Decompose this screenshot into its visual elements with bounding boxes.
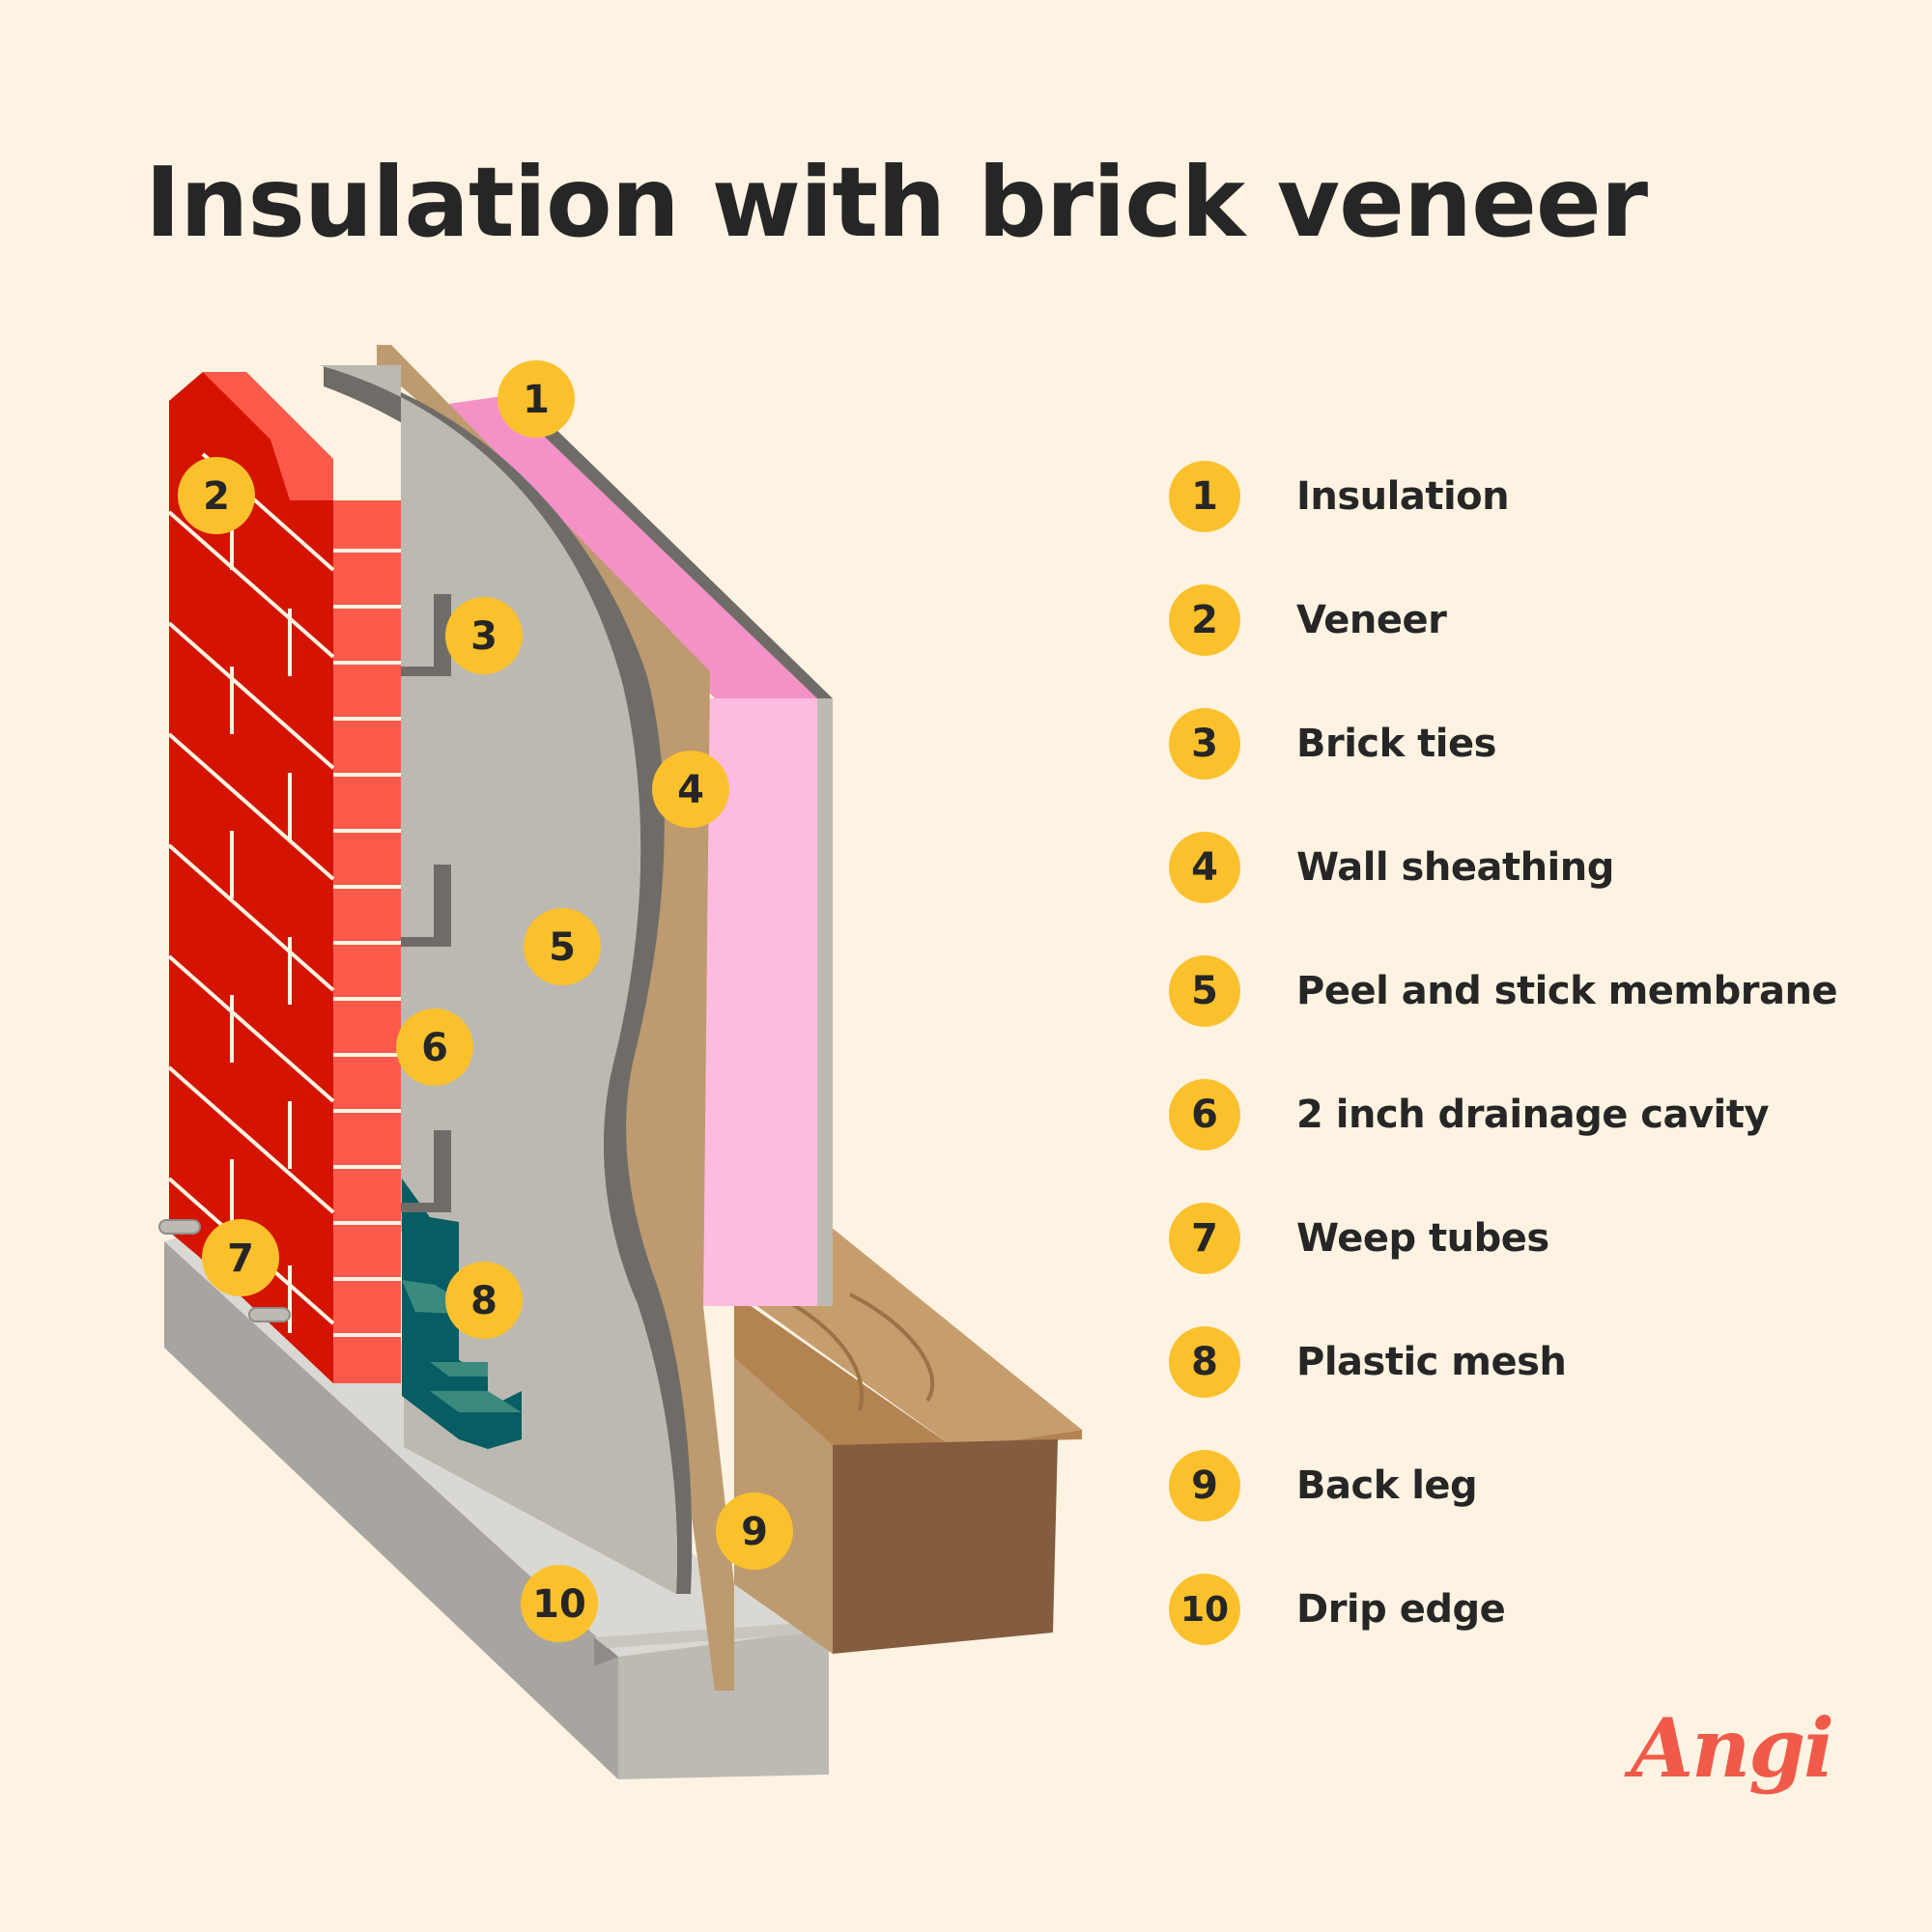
callout-9: 9 <box>716 1492 793 1570</box>
legend-number-badge: 5 <box>1169 955 1240 1027</box>
legend-number-badge: 7 <box>1169 1203 1240 1274</box>
plastic-mesh <box>402 1179 522 1449</box>
legend-number-badge: 4 <box>1169 832 1240 903</box>
legend-label: Plastic mesh <box>1296 1340 1567 1384</box>
callout-5-number: 5 <box>549 925 576 970</box>
legend-label: Wall sheathing <box>1296 845 1614 890</box>
legend-number-badge: 6 <box>1169 1079 1240 1151</box>
callout-1: 1 <box>497 360 575 438</box>
legend: 1 Insulation 2 Veneer 3 Brick ties 4 Wall sh… <box>1169 435 1838 1671</box>
legend-label: Insulation <box>1296 474 1510 519</box>
callout-7: 7 <box>202 1219 279 1296</box>
legend-label: Back leg <box>1296 1463 1478 1508</box>
callout-6: 6 <box>396 1009 473 1086</box>
legend-number-badge: 9 <box>1169 1450 1240 1521</box>
legend-item: 10 Drip edge <box>1169 1548 1837 1671</box>
legend-item: 7 Weep tubes <box>1169 1177 1837 1300</box>
callout-1-number: 1 <box>523 378 550 422</box>
legend-number-badge: 10 <box>1169 1574 1240 1645</box>
brick-veneer <box>167 372 401 1383</box>
legend-label: Drip edge <box>1296 1587 1506 1632</box>
callout-badges: 1 2 3 4 5 6 7 8 9 10 <box>178 360 793 1642</box>
legend-label: Brick ties <box>1296 722 1496 766</box>
legend-item: 2 Veneer <box>1169 558 1837 682</box>
page-title: Insulation with brick veneer <box>145 146 1648 259</box>
brick-ties <box>401 594 451 1212</box>
callout-3: 3 <box>445 597 523 674</box>
weep-tubes <box>158 1219 291 1322</box>
legend-number-badge: 1 <box>1169 461 1240 532</box>
callout-3-number: 3 <box>470 614 497 659</box>
insulation-batt <box>435 391 833 1306</box>
callout-7-number: 7 <box>227 1236 254 1281</box>
legend-number-badge: 8 <box>1169 1326 1240 1398</box>
callout-2-number: 2 <box>203 474 230 519</box>
callout-2: 2 <box>178 457 255 534</box>
callout-9-number: 9 <box>741 1510 768 1554</box>
legend-item: 6 2 inch drainage cavity <box>1169 1053 1837 1177</box>
legend-label: Weep tubes <box>1296 1216 1549 1261</box>
brand-logo: Angi <box>1631 1700 1834 1796</box>
legend-label: Veneer <box>1296 598 1447 642</box>
callout-8-number: 8 <box>470 1279 497 1323</box>
callout-4: 4 <box>652 751 729 828</box>
legend-item: 3 Brick ties <box>1169 682 1837 806</box>
callout-4-number: 4 <box>677 768 704 812</box>
legend-number-badge: 2 <box>1169 584 1240 656</box>
legend-item: 8 Plastic mesh <box>1169 1300 1837 1424</box>
legend-item: 9 Back leg <box>1169 1424 1837 1548</box>
floor-joist <box>734 1227 1082 1654</box>
legend-label: 2 inch drainage cavity <box>1296 1093 1769 1137</box>
legend-item: 4 Wall sheathing <box>1169 806 1837 929</box>
callout-8: 8 <box>445 1262 523 1339</box>
legend-item: 1 Insulation <box>1169 435 1837 558</box>
legend-number-badge: 3 <box>1169 708 1240 780</box>
callout-5: 5 <box>524 908 601 985</box>
legend-item: 5 Peel and stick membrane <box>1169 929 1838 1053</box>
legend-label: Peel and stick membrane <box>1296 969 1838 1013</box>
callout-6-number: 6 <box>421 1026 448 1070</box>
callout-10: 10 <box>521 1565 598 1642</box>
callout-10-number: 10 <box>532 1582 586 1627</box>
